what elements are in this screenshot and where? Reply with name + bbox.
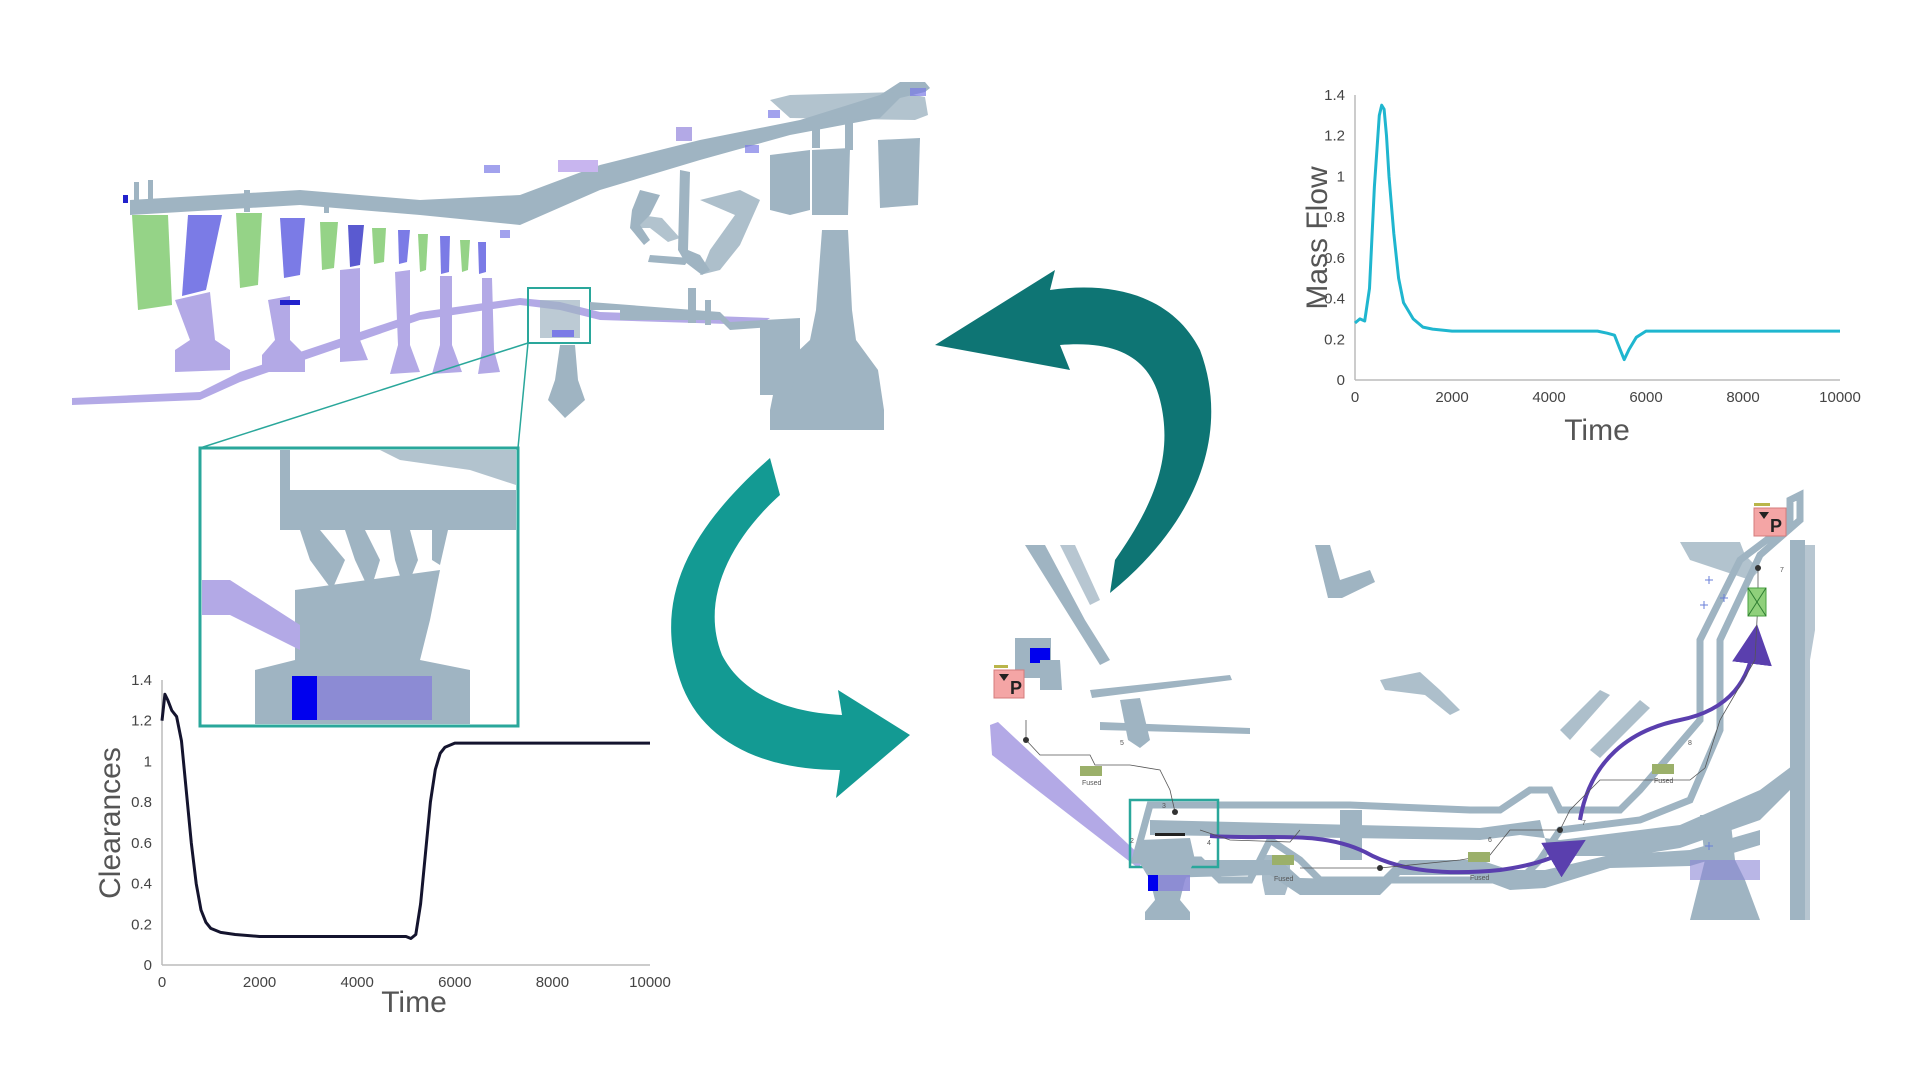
svg-text:P: P	[1010, 678, 1022, 698]
svg-text:Fused: Fused	[1470, 875, 1490, 882]
fused-node: Fused	[1272, 855, 1294, 883]
mass-flow-axes	[1354, 95, 1840, 381]
cl-y-tick-label: 1.2	[131, 713, 152, 730]
clearances-axes	[161, 680, 650, 966]
zoom-region-marker	[527, 287, 591, 344]
flow-number: 8	[1688, 740, 1692, 747]
flow-number: 4	[1207, 840, 1211, 847]
pressure-node: P	[1753, 503, 1787, 537]
combustor-turbine	[548, 118, 920, 430]
cl-y-tick-label: 0	[144, 957, 152, 974]
fused-node: Fused	[1468, 852, 1490, 882]
clearances-series-line	[160, 692, 650, 940]
engine-cross-section	[72, 82, 930, 430]
svg-text:Fused: Fused	[1654, 778, 1674, 785]
flow-arrow-2	[1578, 624, 1772, 821]
rotor-discs	[175, 268, 500, 374]
mf-y-tick-label: 0.4	[1324, 291, 1345, 308]
mf-x-tick-label: 6000	[1629, 389, 1662, 406]
cl-x-tick-label: 6000	[438, 974, 471, 991]
mass-flow-chart: 0 0.2 0.4 0.6 0.8 1 1.2 1.4 0 2000 4000 6000 8000 10…	[1301, 87, 1861, 447]
cl-x-tick-label: 10000	[629, 974, 671, 991]
cl-y-tick-label: 0.2	[131, 916, 152, 933]
cl-y-tick-label: 0.8	[131, 794, 152, 811]
mass-flow-x-axis-title: Time	[1564, 414, 1630, 447]
svg-text:P: P	[1770, 516, 1782, 536]
flow-number: 3	[1162, 803, 1166, 810]
clearances-y-axis-title: Clearances	[94, 747, 127, 899]
mf-y-tick-label: 1	[1337, 168, 1345, 185]
svg-text:Fused: Fused	[1082, 780, 1102, 787]
clearances-chart: 0 0.2 0.4 0.6 0.8 1 1.2 1.4 0 2000 4000 6000 8000 10…	[94, 672, 671, 1019]
svg-text:Fused: Fused	[1274, 876, 1294, 883]
mf-y-tick-label: 0	[1337, 372, 1345, 389]
mf-x-tick-label: 0	[1351, 389, 1359, 406]
cl-y-tick-label: 0.6	[131, 835, 152, 852]
mf-y-tick-label: 0.2	[1324, 331, 1345, 348]
mf-x-tick-label: 10000	[1819, 389, 1861, 406]
flow-number: 6	[1488, 837, 1492, 844]
flow-network-diagram: Fused Fused Fused Fused 5 4 3 2 6 7 8 7 …	[990, 489, 1815, 920]
cl-y-tick-label: 1	[144, 753, 152, 770]
flow-number: 7	[1582, 820, 1586, 827]
detail-inset	[198, 342, 529, 728]
pressure-node: P	[993, 665, 1025, 699]
mf-y-tick-label: 0.6	[1324, 250, 1345, 267]
mf-y-tick-label: 1.2	[1324, 128, 1345, 145]
flow-arrow-1	[1209, 834, 1586, 878]
fused-node: Fused	[1652, 764, 1674, 785]
flow-number: 5	[1120, 740, 1124, 747]
fused-node: Fused	[1080, 766, 1102, 787]
mf-x-tick-label: 2000	[1435, 389, 1468, 406]
cl-x-tick-label: 2000	[243, 974, 276, 991]
arrow-top-right	[935, 270, 1212, 593]
mass-flow-y-axis-title: Mass Flow	[1301, 166, 1334, 310]
mf-y-tick-label: 0.8	[1324, 209, 1345, 226]
cl-x-tick-label: 8000	[536, 974, 569, 991]
mass-flow-series-line	[1354, 103, 1840, 362]
flow-number: 2	[1130, 838, 1134, 845]
flow-number: 7	[1780, 567, 1784, 574]
arrow-left	[671, 458, 910, 798]
cycle-arrows	[671, 270, 1212, 798]
cl-y-tick-label: 0.4	[131, 876, 152, 893]
mf-x-tick-label: 4000	[1532, 389, 1565, 406]
compressor-blades	[132, 213, 486, 310]
cl-y-tick-label: 1.4	[131, 672, 152, 689]
mf-y-tick-label: 1.4	[1324, 87, 1345, 104]
cl-x-tick-label: 4000	[341, 974, 374, 991]
cl-x-tick-label: 0	[158, 974, 166, 991]
clearances-x-axis-title: Time	[381, 986, 447, 1019]
mf-x-tick-label: 8000	[1726, 389, 1759, 406]
